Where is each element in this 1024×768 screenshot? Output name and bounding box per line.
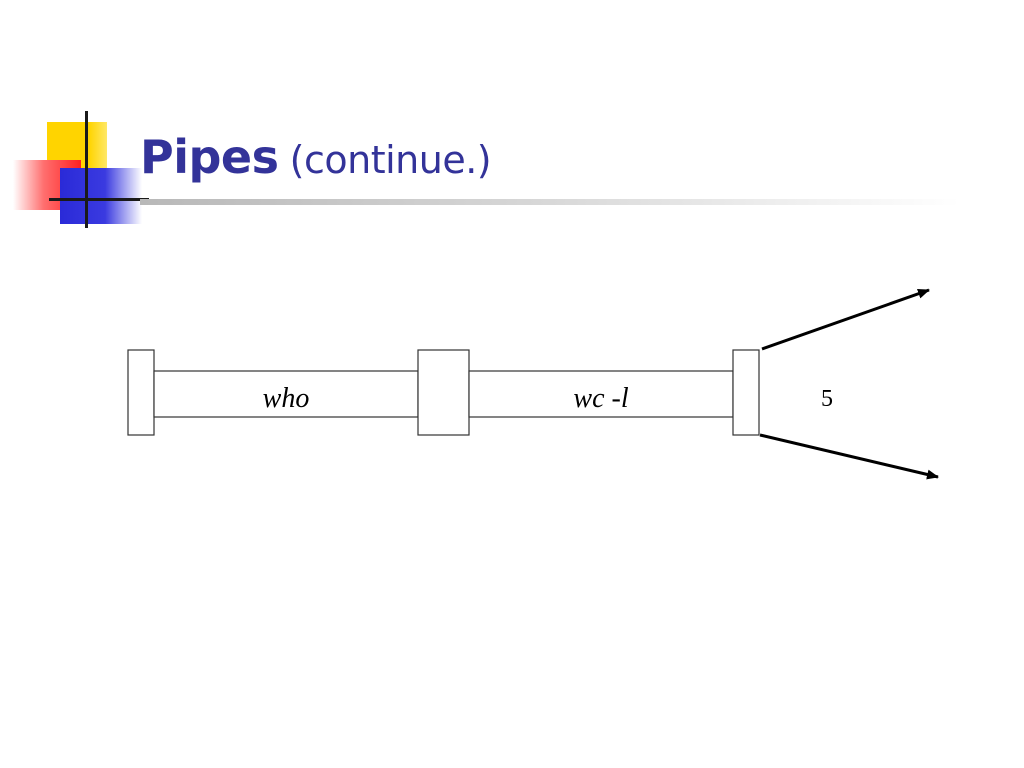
horizontal-crosshair-line [49,198,149,201]
title-ornament [0,0,160,240]
pipe-right-cap [732,349,760,436]
pipe-middle-joint [417,349,470,436]
title-underline [140,199,960,205]
pipe-label-wc: wc -l [573,383,628,414]
output-value: 5 [821,386,833,412]
blue-square-decoration [60,168,142,224]
title-main: Pipes [140,130,279,184]
pipe-segment-wc [468,370,734,418]
pipe-left-cap [127,349,155,436]
title-subtitle: (continue.) [289,138,492,182]
output-arrow-up [761,288,930,351]
pipe-segment-who [153,370,419,418]
pipe-label-who: who [263,383,310,414]
output-arrow-down [759,433,939,480]
vertical-crosshair-line [85,111,88,228]
slide-title: Pipes (continue.) [140,134,492,182]
